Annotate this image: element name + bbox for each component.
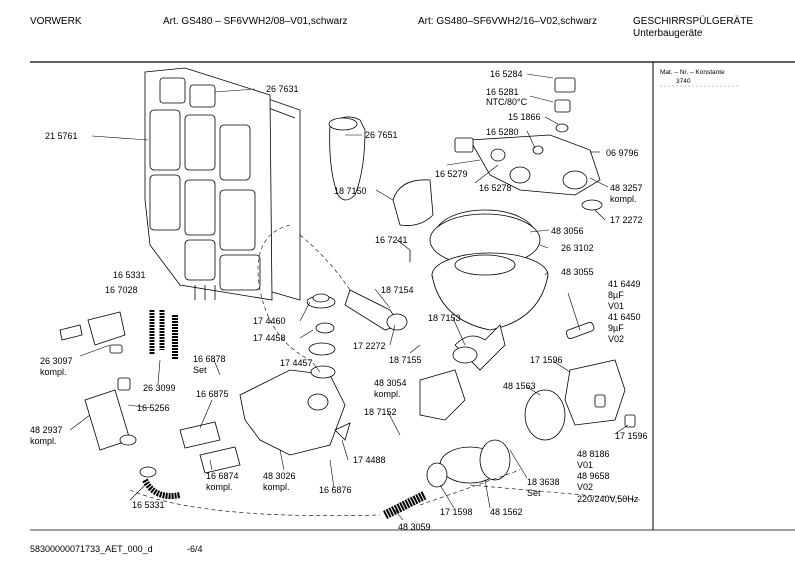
part-label-151866: 15 1866 xyxy=(508,112,541,122)
side-panel-title: Mat. – Nr. – Konstante xyxy=(660,69,725,76)
part-label-165256: 16 5256 xyxy=(137,403,170,413)
part-label-165278: 16 5278 xyxy=(479,183,512,193)
circulation-pipe-part xyxy=(344,289,506,371)
clip-part xyxy=(334,422,351,441)
water-tank-part xyxy=(144,67,273,301)
part-label-483055: 48 3055 xyxy=(561,267,594,277)
part-label-481562: 48 1562 xyxy=(490,507,523,517)
part-label-483059: 48 3059 xyxy=(398,522,431,532)
part-label-267651: 26 7651 xyxy=(365,130,398,140)
sump-assembly xyxy=(429,209,549,331)
part-label-263097: 26 3097 xyxy=(40,356,73,366)
hose-parts xyxy=(139,310,428,520)
part-label-215761: 21 5761 xyxy=(45,131,78,141)
part-label-167241: 16 7241 xyxy=(375,235,408,245)
part-label-267631: 26 7631 xyxy=(266,84,299,94)
drain-pump-part xyxy=(419,359,636,488)
part-label-416449: 41 6449 xyxy=(608,279,641,289)
article-number-2: Art: GS480–SF6VWH2/16–V02,schwarz xyxy=(418,16,597,27)
part-label-187155: 18 7155 xyxy=(389,355,422,365)
part-label-069796: 06 9796 xyxy=(606,148,639,158)
part-label-167028: 16 7028 xyxy=(105,285,138,295)
part-label-165284: 16 5284 xyxy=(490,69,523,79)
part-label-172272-a: 17 2272 xyxy=(610,215,643,225)
part-label-174488: 17 4488 xyxy=(353,455,386,465)
part-label-166876: 16 6876 xyxy=(319,485,352,495)
part-label-416450: 41 6450 xyxy=(608,312,641,322)
capacitor-part xyxy=(565,321,595,340)
category-title: GESCHIRRSPÜLGERÄTE xyxy=(633,16,754,27)
part-label-v02-a: V02 xyxy=(608,334,625,344)
part-label-165280: 16 5280 xyxy=(486,127,519,137)
part-label-488186: 48 8186 xyxy=(577,449,610,459)
part-label-483257-kompl: kompl. xyxy=(610,194,637,204)
part-label-183638-set: Set xyxy=(527,488,541,498)
part-label-172272-b: 17 2272 xyxy=(353,341,386,351)
part-label-171598: 17 1598 xyxy=(440,507,473,517)
part-label-9uf: 9µF xyxy=(608,323,624,333)
part-label-187154: 18 7154 xyxy=(381,285,414,295)
part-label-v01-b: V01 xyxy=(577,460,594,470)
side-panel-value: 3740 xyxy=(676,78,691,85)
brand-name: VORWERK xyxy=(30,16,82,27)
leader-lines xyxy=(69,73,629,521)
part-label-165331-b: 16 5331 xyxy=(132,500,165,510)
part-label-187150: 18 7150 xyxy=(334,186,367,196)
part-label-166874-kompl: kompl. xyxy=(206,482,233,492)
part-label-481563: 48 1563 xyxy=(503,381,536,391)
cap-part xyxy=(392,179,434,226)
page-number: -6/4 xyxy=(187,544,203,554)
article-number-1: Art. GS480 – SF6VWH2/08–V01,schwarz xyxy=(163,16,348,27)
filter-cap-part xyxy=(306,293,336,356)
part-label-171596-a: 17 1596 xyxy=(530,355,563,365)
part-label-166878-set: Set xyxy=(193,365,207,375)
part-label-174458: 17 4458 xyxy=(253,333,286,343)
part-label-165281: 16 5281 xyxy=(486,87,519,97)
document-id: 58300000071733_AET_000_d xyxy=(30,544,153,554)
part-label-263102: 26 3102 xyxy=(561,243,594,253)
part-label-483056: 48 3056 xyxy=(551,226,584,236)
part-label-165279: 16 5279 xyxy=(435,169,468,179)
solenoid-valve-part xyxy=(179,421,241,474)
inlet-valve-part xyxy=(59,311,137,451)
funnel-part xyxy=(328,116,366,201)
water-softener-part xyxy=(239,365,346,456)
part-label-165331-a: 16 5331 xyxy=(113,270,146,280)
part-label-263097-kompl: kompl. xyxy=(40,367,67,377)
part-label-171596-b: 17 1596 xyxy=(615,431,648,441)
valve-assembly-part xyxy=(454,77,603,211)
part-label-8uf: 8µF xyxy=(608,290,624,300)
part-label-166874: 16 6874 xyxy=(206,471,239,481)
part-label-483054: 48 3054 xyxy=(374,378,407,388)
part-label-174457: 17 4457 xyxy=(280,358,313,368)
part-label-187153: 18 7153 xyxy=(428,313,461,323)
part-label-482937-kompl: kompl. xyxy=(30,436,57,446)
part-label-489658: 48 9658 xyxy=(577,471,610,481)
part-label-166878: 16 6878 xyxy=(193,354,226,364)
part-label-183638: 18 3638 xyxy=(527,477,560,487)
part-label-482937: 48 2937 xyxy=(30,425,63,435)
assembly-guide-lines xyxy=(129,224,641,517)
part-label-187152: 18 7152 xyxy=(364,407,397,417)
part-label-power-rating: 220/240V,50Hz xyxy=(577,494,639,504)
part-label-166875: 16 6875 xyxy=(196,389,229,399)
part-label-ntc: NTC/80°C xyxy=(486,97,528,107)
part-label-263099: 26 3099 xyxy=(143,383,176,393)
part-label-v02-b: V02 xyxy=(577,482,594,492)
part-label-483257: 48 3257 xyxy=(610,183,643,193)
part-label-174460: 17 4460 xyxy=(253,316,286,326)
category-subtitle: Unterbaugeräte xyxy=(633,28,703,39)
part-label-483026-kompl: kompl. xyxy=(263,482,290,492)
part-label-v01-a: V01 xyxy=(608,301,625,311)
part-label-483026: 48 3026 xyxy=(263,471,296,481)
part-label-483054-kompl: kompl. xyxy=(374,389,401,399)
